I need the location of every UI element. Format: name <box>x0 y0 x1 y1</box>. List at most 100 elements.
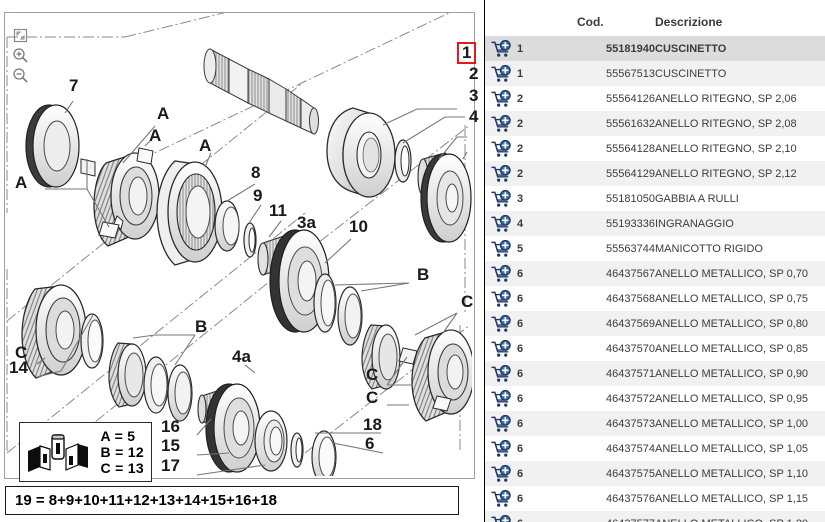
callout-a[interactable]: A <box>15 173 28 192</box>
table-row[interactable]: 646437577ANELLO METALLICO, SP 1,20 <box>485 511 825 522</box>
callout-b[interactable]: B <box>195 317 208 336</box>
callout-c[interactable]: C <box>366 388 379 407</box>
add-to-cart-cell[interactable] <box>485 511 517 522</box>
callout-11[interactable]: 11 <box>269 201 287 220</box>
add-to-cart-cell[interactable] <box>485 111 517 136</box>
add-to-cart-icon[interactable] <box>490 64 512 83</box>
add-to-cart-icon[interactable] <box>490 189 512 208</box>
callout-c[interactable]: C <box>366 365 379 384</box>
add-to-cart-cell[interactable] <box>485 61 517 86</box>
add-to-cart-cell[interactable] <box>485 361 517 386</box>
add-to-cart-cell[interactable] <box>485 211 517 236</box>
callout-9[interactable]: 9 <box>253 186 263 205</box>
callout-8[interactable]: 8 <box>251 163 261 182</box>
add-to-cart-cell[interactable] <box>485 311 517 336</box>
add-to-cart-cell[interactable] <box>485 236 517 261</box>
add-to-cart-icon[interactable] <box>490 114 512 133</box>
callout-3a[interactable]: 3a <box>297 213 316 232</box>
callout-18[interactable]: 18 <box>363 415 382 434</box>
add-to-cart-cell[interactable] <box>485 36 517 61</box>
add-to-cart-cell[interactable] <box>485 136 517 161</box>
add-to-cart-icon[interactable] <box>490 364 512 383</box>
cell-code: 46437572 <box>577 386 655 411</box>
add-to-cart-icon[interactable] <box>490 264 512 283</box>
add-to-cart-cell[interactable] <box>485 86 517 111</box>
add-to-cart-icon[interactable] <box>490 139 512 158</box>
callout-2[interactable]: 2 <box>469 64 479 83</box>
add-to-cart-cell[interactable] <box>485 161 517 186</box>
add-to-cart-icon[interactable] <box>490 164 512 183</box>
zoom-out-icon[interactable] <box>12 67 29 84</box>
callout-6[interactable]: 6 <box>365 434 375 453</box>
cell-position: 1 <box>517 36 577 61</box>
cell-position: 6 <box>517 461 577 486</box>
add-to-cart-icon[interactable] <box>490 214 512 233</box>
callout-3[interactable]: 3 <box>469 86 479 105</box>
callout-4[interactable]: 4 <box>469 107 479 126</box>
add-to-cart-cell[interactable] <box>485 286 517 311</box>
callout-16[interactable]: 16 <box>161 417 180 436</box>
callout-15[interactable]: 15 <box>161 436 180 455</box>
callout-1-selected[interactable]: 1 <box>457 42 477 64</box>
add-to-cart-icon[interactable] <box>490 339 512 358</box>
add-to-cart-icon[interactable] <box>490 39 512 58</box>
add-to-cart-icon[interactable] <box>490 489 512 508</box>
add-to-cart-icon[interactable] <box>490 289 512 308</box>
add-to-cart-cell[interactable] <box>485 186 517 211</box>
callout-7[interactable]: 7 <box>69 76 79 95</box>
callout-a[interactable]: A <box>157 104 170 123</box>
add-to-cart-cell[interactable] <box>485 436 517 461</box>
add-to-cart-cell[interactable] <box>485 386 517 411</box>
add-to-cart-icon[interactable] <box>490 89 512 108</box>
cell-position: 6 <box>517 361 577 386</box>
fit-to-window-icon[interactable] <box>12 27 29 44</box>
add-to-cart-icon[interactable] <box>490 389 512 408</box>
callout-b[interactable]: B <box>417 265 430 284</box>
add-to-cart-cell[interactable] <box>485 336 517 361</box>
cell-code: 55193336 <box>577 211 655 236</box>
callout-17[interactable]: 17 <box>161 456 180 475</box>
cell-description: ANELLO METALLICO, SP 0,75 <box>655 286 825 311</box>
add-to-cart-icon[interactable] <box>490 414 512 433</box>
callout-c[interactable]: C <box>15 343 28 362</box>
add-to-cart-icon[interactable] <box>490 514 512 522</box>
callout-4a[interactable]: 4a <box>232 347 251 366</box>
add-to-cart-icon[interactable] <box>490 439 512 458</box>
add-to-cart-cell[interactable] <box>485 411 517 436</box>
zoom-in-icon[interactable] <box>12 47 29 64</box>
add-to-cart-cell[interactable] <box>485 486 517 511</box>
callout-a[interactable]: A <box>149 126 162 145</box>
add-to-cart-icon[interactable] <box>490 314 512 333</box>
add-to-cart-cell[interactable] <box>485 261 517 286</box>
add-to-cart-icon[interactable] <box>490 239 512 258</box>
callout-10[interactable]: 10 <box>349 217 368 236</box>
add-to-cart-cell[interactable] <box>485 461 517 486</box>
callout-14[interactable]: 14 <box>9 358 28 377</box>
callout-a[interactable]: A <box>199 136 212 155</box>
callout-c[interactable]: C <box>461 292 474 311</box>
add-to-cart-icon[interactable] <box>490 464 512 483</box>
diagram-toolbar[interactable] <box>12 27 32 87</box>
